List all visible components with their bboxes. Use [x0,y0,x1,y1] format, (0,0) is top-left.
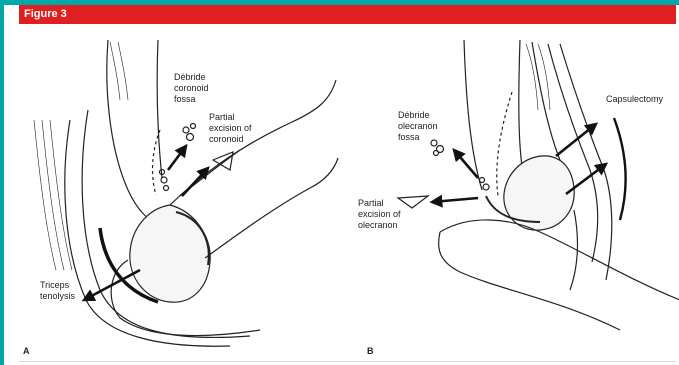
label-triceps-tenolysis: Triceps tenolysis [40,280,75,302]
label-debride-coronoid-fossa: Débride coronoid fossa [174,72,209,105]
panel-b-letter: B [367,346,374,356]
arrow-triceps-tenolysis [84,270,140,300]
arrow-excision-olecranon [432,198,478,202]
arrow-debride-coronoid [168,146,186,170]
panel-a-letter: A [23,346,30,356]
humerus-b [464,40,482,190]
label-capsulectomy: Capsulectomy [606,94,663,105]
arrow-debride-olecranon [454,150,478,178]
label-partial-excision-olecranon: Partial excision of olecranon [358,198,401,231]
bottom-rule [19,361,676,362]
capsule-strip [614,118,626,220]
label-partial-excision-coronoid: Partial excision of coronoid [209,112,252,145]
olecranon-fragment [398,196,428,208]
joint-surface-a [130,205,210,302]
panel-b-drawing [398,40,679,330]
ulna-b [440,220,679,300]
arrow-excision-coronoid [182,168,208,196]
arrow-capsulectomy-upper [556,124,596,156]
humerus-a [107,40,158,222]
label-debride-olecranon-fossa: Débride olecranon fossa [398,110,438,143]
